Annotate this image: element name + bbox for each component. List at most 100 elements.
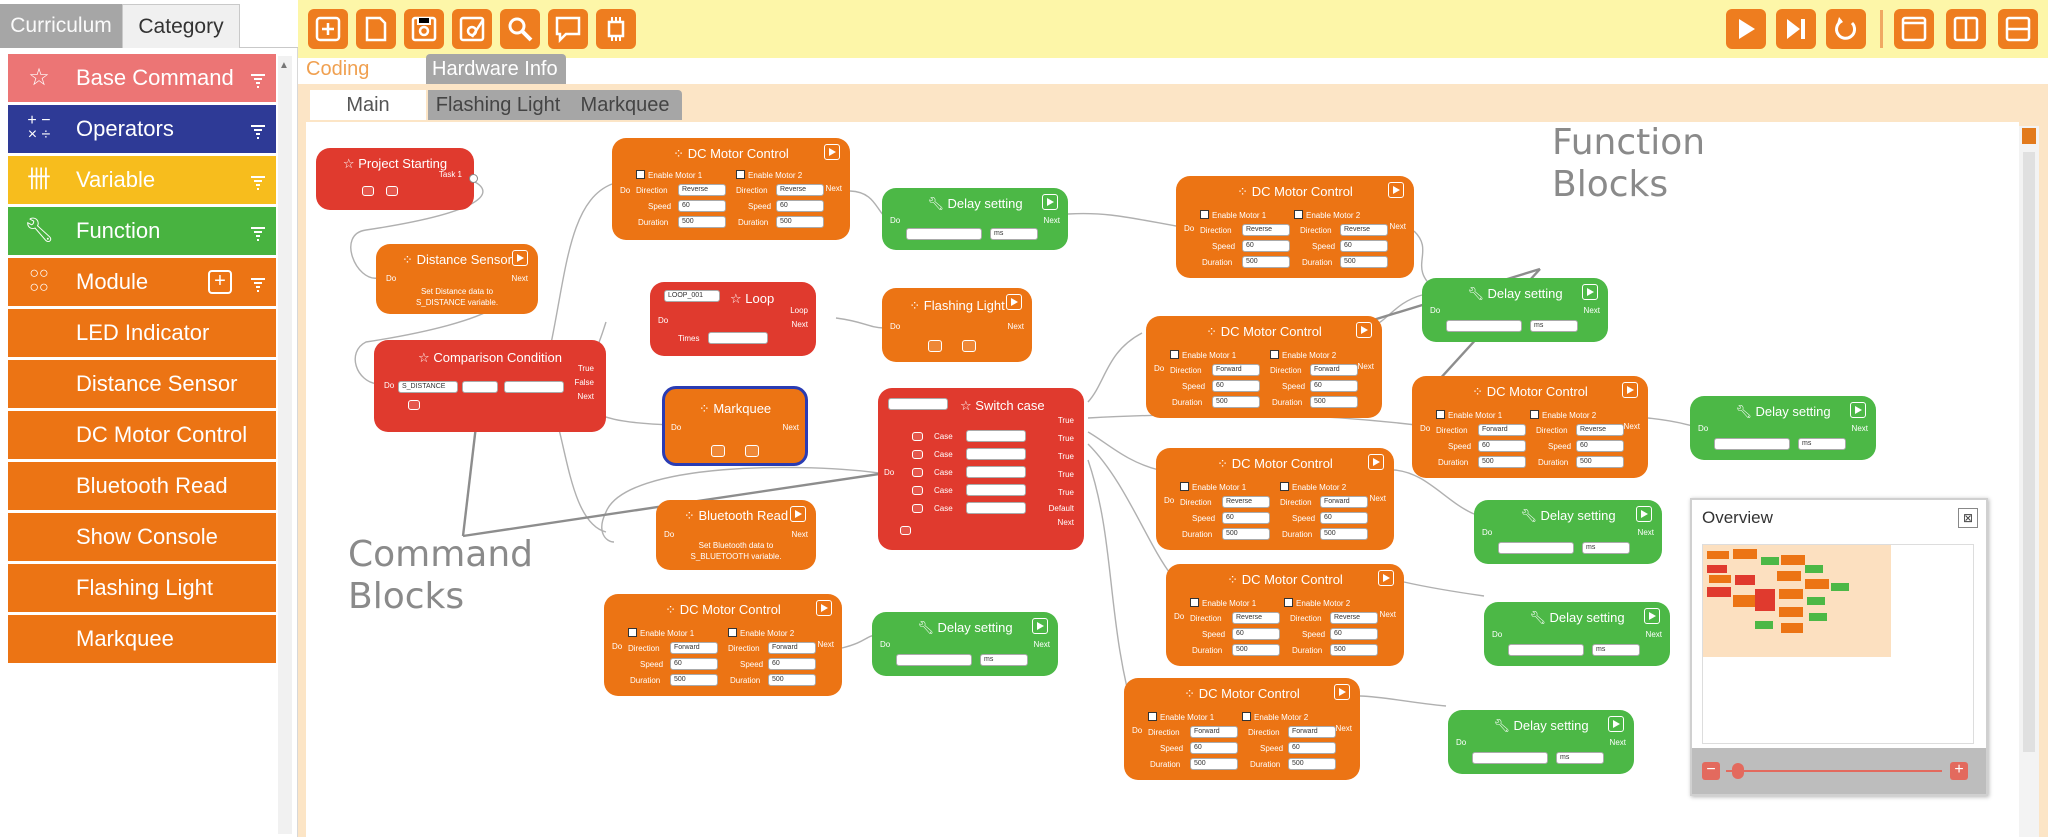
output-port[interactable] bbox=[469, 174, 478, 183]
module-bluetooth-read[interactable]: Bluetooth Read bbox=[8, 462, 276, 510]
speed-input[interactable]: 60 bbox=[768, 658, 816, 670]
scroll-thumb[interactable] bbox=[2023, 152, 2035, 752]
tab-hardware-info[interactable]: Hardware Info bbox=[426, 54, 566, 84]
module-show-console[interactable]: Show Console bbox=[8, 513, 276, 561]
duration-input[interactable]: 500 bbox=[1310, 396, 1358, 408]
direction-select[interactable]: Forward bbox=[1212, 364, 1260, 376]
layout-split-button[interactable] bbox=[1946, 9, 1986, 49]
add-icon[interactable] bbox=[362, 186, 374, 196]
play-icon[interactable] bbox=[1356, 322, 1372, 338]
add-module-button[interactable]: + bbox=[208, 270, 232, 294]
direction-select[interactable]: Reverse bbox=[678, 184, 726, 196]
play-icon[interactable] bbox=[1368, 454, 1384, 470]
block-delay-setting[interactable]: 🔧︎ Delay setting Do Next ms bbox=[872, 612, 1058, 676]
enable-motor-2-checkbox[interactable]: Enable Motor 2 bbox=[1242, 712, 1308, 722]
enable-motor-2-checkbox[interactable]: Enable Motor 2 bbox=[1270, 350, 1336, 360]
enable-motor-1-checkbox[interactable]: Enable Motor 1 bbox=[1170, 350, 1236, 360]
direction-select[interactable]: Forward bbox=[1478, 424, 1526, 436]
new-project-button[interactable] bbox=[308, 9, 348, 49]
delay-unit-select[interactable]: ms bbox=[1556, 752, 1604, 764]
duration-input[interactable]: 500 bbox=[1340, 256, 1388, 268]
edit-icon[interactable] bbox=[962, 340, 976, 352]
left-scrollbar[interactable]: ▲ bbox=[278, 56, 292, 834]
play-icon[interactable] bbox=[1378, 570, 1394, 586]
category-function[interactable]: 🔧︎ Function bbox=[8, 207, 276, 255]
delay-value-input[interactable] bbox=[906, 228, 982, 240]
zoom-slider-track[interactable] bbox=[1726, 770, 1942, 772]
speed-input[interactable]: 60 bbox=[1242, 240, 1290, 252]
block-delay-setting[interactable]: 🔧︎ Delay setting Do Next ms bbox=[1422, 278, 1608, 342]
case-value-input[interactable] bbox=[966, 502, 1026, 514]
play-icon[interactable] bbox=[1644, 608, 1660, 624]
zoom-slider-handle[interactable] bbox=[1732, 763, 1744, 779]
add-icon[interactable] bbox=[408, 400, 420, 410]
play-icon[interactable] bbox=[1608, 716, 1624, 732]
block-flashing-light[interactable]: ⁘ Flashing Light Do Next bbox=[882, 288, 1032, 362]
block-delay-setting[interactable]: 🔧︎ Delay setting Do Next ms bbox=[1484, 602, 1670, 666]
save-as-button[interactable] bbox=[452, 9, 492, 49]
case-value-input[interactable] bbox=[966, 466, 1026, 478]
case-value-input[interactable] bbox=[966, 448, 1026, 460]
save-button[interactable] bbox=[404, 9, 444, 49]
block-delay-setting[interactable]: 🔧︎ Delay setting Do Next ms bbox=[882, 188, 1068, 250]
speed-input[interactable]: 60 bbox=[1330, 628, 1378, 640]
duration-input[interactable]: 500 bbox=[1576, 456, 1624, 468]
delay-unit-select[interactable]: ms bbox=[980, 654, 1028, 666]
switch-variable-select[interactable] bbox=[888, 398, 948, 410]
play-icon[interactable] bbox=[1006, 294, 1022, 310]
block-delay-setting[interactable]: 🔧︎ Delay setting Do Next ms bbox=[1690, 396, 1876, 460]
enable-motor-2-checkbox[interactable]: Enable Motor 2 bbox=[1294, 210, 1360, 220]
speed-input[interactable]: 60 bbox=[1212, 380, 1260, 392]
operator-select[interactable] bbox=[462, 381, 498, 393]
variable-select[interactable]: S_DISTANCE bbox=[398, 381, 458, 393]
direction-select[interactable]: Forward bbox=[1310, 364, 1358, 376]
delay-value-input[interactable] bbox=[1446, 320, 1522, 332]
zoom-out-button[interactable]: − bbox=[1702, 762, 1720, 780]
enable-motor-1-checkbox[interactable]: Enable Motor 1 bbox=[1190, 598, 1256, 608]
module-dc-motor-control[interactable]: DC Motor Control bbox=[8, 411, 276, 459]
duration-input[interactable]: 500 bbox=[1320, 528, 1368, 540]
speed-input[interactable]: 60 bbox=[1190, 742, 1238, 754]
play-icon[interactable] bbox=[1388, 182, 1404, 198]
value-input[interactable] bbox=[504, 381, 564, 393]
direction-select[interactable]: Forward bbox=[1320, 496, 1368, 508]
direction-select[interactable]: Reverse bbox=[776, 184, 824, 196]
block-dc-motor-control[interactable]: ⁘ DC Motor Control Do Next Enable Motor … bbox=[1166, 564, 1404, 666]
remove-case-icon[interactable] bbox=[912, 486, 923, 495]
remove-case-icon[interactable] bbox=[912, 504, 923, 513]
direction-select[interactable]: Forward bbox=[1288, 726, 1336, 738]
speed-input[interactable]: 60 bbox=[1320, 512, 1368, 524]
duration-input[interactable]: 500 bbox=[1288, 758, 1336, 770]
enable-motor-2-checkbox[interactable]: Enable Motor 2 bbox=[1280, 482, 1346, 492]
delay-unit-select[interactable]: ms bbox=[1592, 644, 1640, 656]
module-distance-sensor[interactable]: Distance Sensor bbox=[8, 360, 276, 408]
module-led-indicator[interactable]: LED Indicator bbox=[8, 309, 276, 357]
delay-value-input[interactable] bbox=[1472, 752, 1548, 764]
overview-minimap[interactable] bbox=[1702, 544, 1974, 744]
direction-select[interactable]: Reverse bbox=[1232, 612, 1280, 624]
play-icon[interactable] bbox=[1636, 506, 1652, 522]
enable-motor-1-checkbox[interactable]: Enable Motor 1 bbox=[1436, 410, 1502, 420]
delay-value-input[interactable] bbox=[1714, 438, 1790, 450]
tab-curriculum[interactable]: Curriculum bbox=[0, 4, 122, 48]
speed-input[interactable]: 60 bbox=[670, 658, 718, 670]
direction-select[interactable]: Forward bbox=[670, 642, 718, 654]
remove-case-icon[interactable] bbox=[912, 468, 923, 477]
expand-icon[interactable] bbox=[250, 72, 266, 88]
tab-category[interactable]: Category bbox=[122, 4, 240, 48]
step-button[interactable] bbox=[1776, 9, 1816, 49]
category-variable[interactable]: 卌 Variable bbox=[8, 156, 276, 204]
play-icon[interactable] bbox=[816, 600, 832, 616]
tab-flashing-light[interactable]: Flashing Light bbox=[428, 90, 568, 120]
direction-select[interactable]: Reverse bbox=[1242, 224, 1290, 236]
monitor-icon[interactable] bbox=[928, 340, 942, 352]
block-comparison-condition[interactable]: ☆ Comparison Condition Do S_DISTANCE Tru… bbox=[374, 340, 606, 432]
speed-input[interactable]: 60 bbox=[1478, 440, 1526, 452]
coding-canvas[interactable]: ☆ Project Starting Task 1 ⁘ Distance Sen… bbox=[306, 122, 2019, 837]
direction-select[interactable]: Reverse bbox=[1330, 612, 1378, 624]
zoom-in-button[interactable]: + bbox=[1950, 762, 1968, 780]
scroll-up-icon[interactable] bbox=[2022, 128, 2036, 144]
workspace-scrollbar[interactable] bbox=[2019, 126, 2039, 837]
module-markquee[interactable]: Markquee bbox=[8, 615, 276, 663]
block-dc-motor-control[interactable]: ⁘ DC Motor Control Do Next Enable Motor … bbox=[1176, 176, 1414, 278]
